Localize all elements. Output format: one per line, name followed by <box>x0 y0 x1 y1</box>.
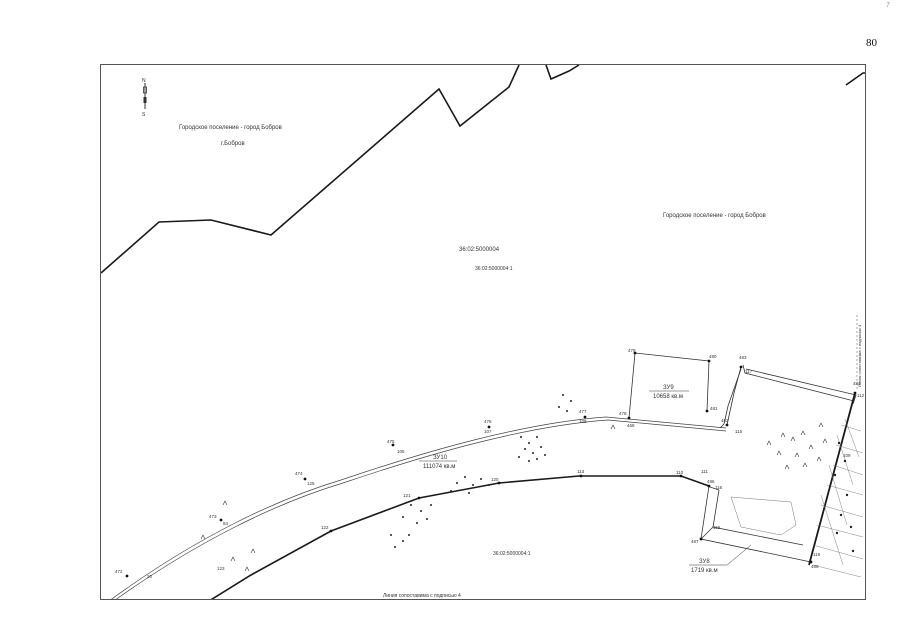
svg-text:111: 111 <box>701 469 708 474</box>
bottom-note: Линия сопоставима с подписью 4 <box>383 593 461 599</box>
page-number: 80 <box>866 37 877 49</box>
svg-text:ЗУ8: ЗУ8 <box>699 559 710 565</box>
road-lower-boundary <box>210 475 710 599</box>
svg-text:120: 120 <box>491 477 499 482</box>
svg-text:473: 473 <box>209 514 217 519</box>
svg-text:N: N <box>142 78 146 84</box>
parcel-zu9-label: ЗУ9 10658 кв.м <box>649 385 689 400</box>
corner-mark: 7 <box>886 2 890 9</box>
svg-text:121: 121 <box>403 493 411 498</box>
svg-text:20: 20 <box>147 574 153 579</box>
svg-text:113: 113 <box>577 469 585 474</box>
map-frame: N S <box>100 64 866 600</box>
svg-text:118: 118 <box>813 552 821 557</box>
svg-text:126: 126 <box>307 481 315 486</box>
boundary-points <box>125 351 857 578</box>
svg-text:488: 488 <box>811 564 819 569</box>
svg-text:S: S <box>142 112 146 118</box>
right-boundary-line <box>808 392 856 566</box>
svg-text:482: 482 <box>721 418 729 423</box>
parcel-zu9-outline <box>628 352 857 429</box>
svg-text:475: 475 <box>387 439 395 444</box>
svg-text:111074 кв.м: 111074 кв.м <box>423 464 455 470</box>
settlement-boundary-line <box>101 65 865 274</box>
parcel-zu8-label: ЗУ8 1719 кв.м <box>689 544 752 574</box>
cadastral-map: N S <box>101 65 865 599</box>
meadow-symbols <box>200 422 828 572</box>
vegetation-dots <box>390 394 855 553</box>
north-arrow-icon: N S <box>142 78 147 118</box>
svg-text:109: 109 <box>843 453 851 458</box>
svg-text:479: 479 <box>628 348 636 353</box>
quarter-label-bottom: 36:02:5000004:1 <box>493 551 531 557</box>
svg-text:484: 484 <box>853 381 861 386</box>
settlement-label-left: Городское поселение - город Бобров <box>179 125 282 131</box>
svg-text:105: 105 <box>397 449 405 454</box>
settlement-label-right: Городское поселение - город Бобров <box>663 213 766 219</box>
point-number-labels: 472 20 473 84 474 126 475 105 476 107 47… <box>115 348 865 579</box>
svg-text:123: 123 <box>217 566 225 571</box>
svg-text:116: 116 <box>715 485 723 490</box>
svg-text:487: 487 <box>691 539 699 544</box>
svg-text:480: 480 <box>709 354 717 359</box>
svg-text:115: 115 <box>735 429 743 434</box>
svg-text:119: 119 <box>713 525 721 530</box>
parcel-zu10-label: ЗУ10 111074 кв.м <box>419 455 457 470</box>
svg-text:477: 477 <box>579 409 587 414</box>
svg-text:122: 122 <box>321 525 329 530</box>
road-upper-edge <box>111 416 727 599</box>
svg-text:476: 476 <box>484 419 492 424</box>
svg-text:1719 кв.м: 1719 кв.м <box>691 568 718 574</box>
svg-text:112: 112 <box>857 393 865 398</box>
svg-text:483: 483 <box>739 355 747 360</box>
right-vertical-note: Линия сопоставима с подписью 4 <box>857 324 862 387</box>
svg-text:478: 478 <box>619 411 627 416</box>
svg-text:472: 472 <box>115 569 123 574</box>
svg-text:108: 108 <box>579 419 587 424</box>
svg-text:ЗУ9: ЗУ9 <box>663 385 674 391</box>
svg-text:ЗУ10: ЗУ10 <box>433 455 448 461</box>
town-label: г.Бобров <box>221 141 245 147</box>
svg-text:117: 117 <box>745 369 753 374</box>
quarter-label-sub: 36:02:5000004:1 <box>475 266 513 272</box>
svg-text:84: 84 <box>223 521 229 526</box>
svg-text:10658 кв.м: 10658 кв.м <box>653 394 683 400</box>
svg-text:474: 474 <box>295 471 303 476</box>
svg-text:107: 107 <box>484 429 492 434</box>
svg-text:481: 481 <box>710 406 718 411</box>
parcel-zu8-outline <box>700 485 812 563</box>
svg-text:468: 468 <box>627 423 635 428</box>
svg-text:486: 486 <box>707 479 715 484</box>
svg-text:110: 110 <box>676 470 684 475</box>
quarter-label-main: 36:02:5000004 <box>459 247 500 253</box>
